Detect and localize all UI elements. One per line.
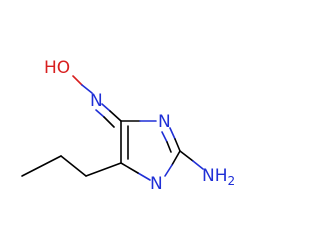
oxime-nitrogen-label: N — [90, 91, 103, 111]
structure-canvas: HO N N N NH2 — [21, 58, 236, 194]
bond-c2-n-bottom-b — [164, 164, 173, 177]
bond-propyl-2 — [60, 155, 87, 177]
bond-n-bottom-c5-a — [137, 172, 151, 181]
bonds — [21, 75, 204, 181]
amine-main-text: NH — [202, 166, 228, 186]
ring-nitrogen-top-label: N — [158, 112, 171, 132]
bond-propyl-1 — [85, 162, 122, 177]
bond-n-c2-double-a — [161, 131, 168, 143]
bond-n-c2-a — [169, 127, 176, 140]
bond-n-c-oxime-b — [109, 110, 122, 122]
molecule-structure: HO N N N NH2 — [21, 58, 235, 194]
bond-n-c2-b — [174, 138, 181, 152]
amine-label: NH2 — [202, 166, 235, 188]
bond-c2-nh2-a — [179, 150, 194, 162]
bond-propyl-3 — [21, 155, 62, 177]
bond-n-bottom-c5-b — [120, 162, 139, 174]
ring-nitrogen-bottom-label: N — [150, 174, 163, 194]
bond-n-c-oxime-a — [101, 103, 111, 112]
bond-n-c2-double-b — [166, 141, 172, 153]
amine-subscript: 2 — [228, 174, 236, 188]
bond-n-c-oxime-double-b — [103, 116, 115, 128]
hydroxyl-label: HO — [44, 58, 70, 78]
bond-o-n — [72, 75, 83, 86]
bond-c2-n-bottom-a — [171, 150, 181, 166]
bond-c2-nh2-b — [192, 160, 204, 170]
atom-labels: HO N N N NH2 — [44, 58, 235, 194]
bond-o-n-half — [81, 84, 93, 94]
bond-n-c-oxime-double-a — [95, 109, 105, 118]
